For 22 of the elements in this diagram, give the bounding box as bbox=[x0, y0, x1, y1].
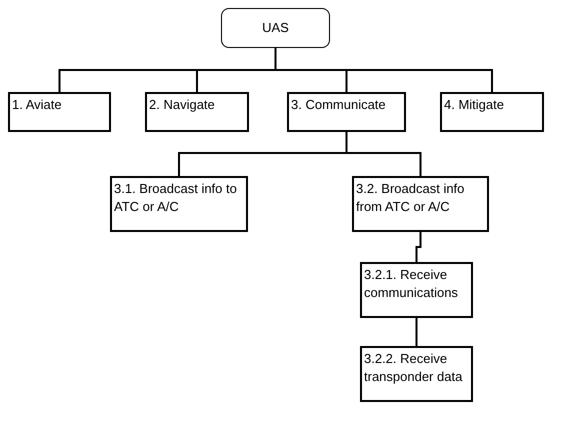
box-label: 3.2.2. Receive transponder data bbox=[364, 351, 462, 384]
box-label: 3.2. Broadcast info from ATC or A/C bbox=[356, 181, 464, 214]
box-label: 3. Communicate bbox=[291, 97, 386, 112]
function-box bbox=[360, 262, 473, 318]
function-box bbox=[287, 92, 406, 132]
connector-line bbox=[416, 232, 422, 262]
box-label: 2. Navigate bbox=[149, 97, 215, 112]
box-label: 4. Mitigate bbox=[444, 97, 504, 112]
function-box bbox=[145, 92, 249, 132]
box-label: 3.2.1. Receive communications bbox=[364, 267, 458, 300]
function-box bbox=[360, 346, 473, 402]
box-label: 3.1. Broadcast info to ATC or A/C bbox=[114, 181, 237, 214]
box-label: UAS bbox=[262, 19, 289, 37]
box-label: 1. Aviate bbox=[12, 97, 62, 112]
function-box bbox=[352, 176, 489, 232]
connector-line bbox=[274, 48, 493, 92]
connector-line bbox=[416, 318, 418, 346]
function-box bbox=[8, 92, 111, 132]
connector-line bbox=[346, 132, 422, 176]
function-box bbox=[440, 92, 544, 132]
root-box bbox=[221, 8, 330, 48]
function-box bbox=[110, 176, 248, 232]
